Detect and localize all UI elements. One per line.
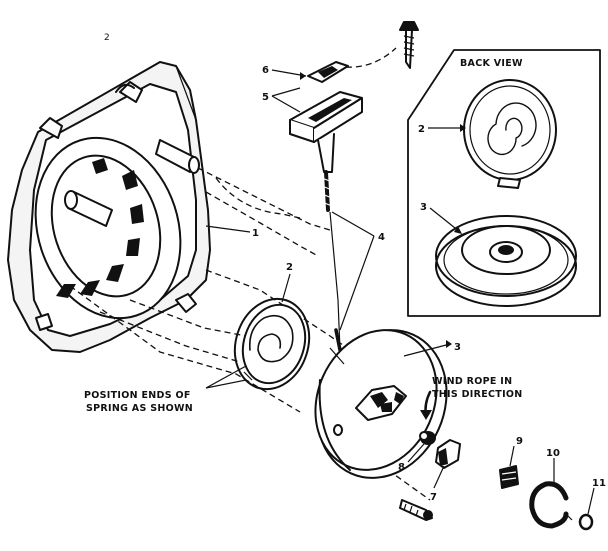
pulley-back [435,215,577,307]
callout-part-7: 7 [430,465,445,503]
callout-part-10: 10 [546,448,560,486]
spring-position-note: POSITION ENDS OF SPRING AS SHOWN [84,365,247,414]
pawl-part-7 [435,439,461,469]
callout-part-6: 6 [262,65,307,80]
label-part-3-back: 3 [420,202,427,213]
label-part-10: 10 [546,448,560,459]
spring-note-line1: POSITION ENDS OF [84,390,191,401]
callout-part-3: 3 [403,340,461,357]
label-part-2: 2 [286,262,293,273]
callout-part-1: 1 [205,225,259,239]
label-part-6: 6 [262,65,269,76]
rope-pulley [314,329,448,479]
rope-direction-note: WIND ROPE IN THIS DIRECTION [420,376,523,420]
rope-note-line2: THIS DIRECTION [432,389,523,400]
label-part-2-back: 2 [418,124,425,135]
screw-bottom [399,499,433,521]
label-part-1: 1 [252,228,259,239]
callout-part-4: 4 [331,211,385,331]
label-part-8: 8 [398,462,405,473]
callout-part-8: 8 [398,443,425,473]
label-part-4: 4 [378,232,385,243]
back-view-panel: BACK VIEW 2 3 [407,49,601,317]
starter-rope [321,170,342,352]
back-view-title: BACK VIEW [460,58,523,69]
corner-mark: 2 [104,33,110,43]
handle-insert [307,61,349,83]
label-part-9: 9 [516,436,523,447]
callout-part-11: 11 [592,478,606,489]
rewind-spring [233,297,311,391]
label-part-7: 7 [430,492,437,503]
callout-part-9: 9 [516,436,523,447]
retainer-part-10 [529,481,573,529]
callout-part-2: 2 [281,262,293,303]
callout-part-5: 5 [262,87,301,113]
rewind-spring-back [463,79,557,189]
starter-handle [289,91,363,173]
starter-housing [7,61,211,353]
label-part-3: 3 [454,342,461,353]
bushing-part-8 [419,431,436,445]
rope-note-line1: WIND ROPE IN [432,376,512,387]
label-part-5: 5 [262,92,269,103]
screw-top [399,21,419,69]
screw-part-11 [578,487,595,531]
spring-part-9 [499,445,519,489]
label-part-11: 11 [592,478,606,489]
spring-note-line2: SPRING AS SHOWN [86,403,193,414]
